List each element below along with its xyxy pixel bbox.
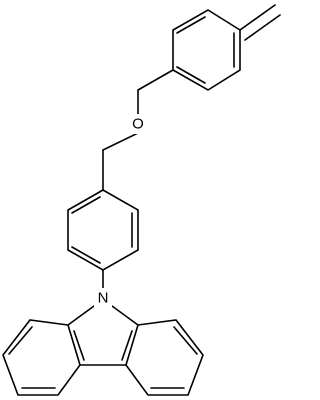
nitrogen-atom: N <box>94 288 112 308</box>
phenylene-ring <box>67 189 139 271</box>
oxygen-atom: O <box>129 114 147 134</box>
nitrogen-label: N <box>98 290 109 307</box>
oxygen-label: O <box>132 116 144 133</box>
styrene-ring <box>172 9 241 91</box>
carbazole <box>2 305 204 396</box>
vinyl-group <box>239 4 281 41</box>
